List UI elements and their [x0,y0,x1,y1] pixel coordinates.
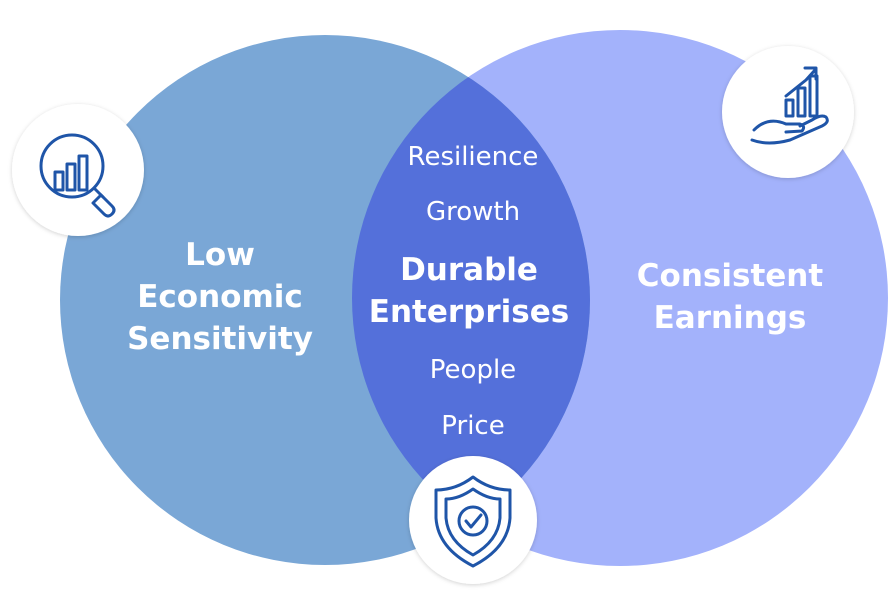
hand-growth-chart-icon [722,46,854,178]
overlap-item-price: Price [441,411,504,441]
overlap-title-line-1: Durable [400,252,538,288]
overlap-item-growth: Growth [426,197,520,227]
left-label-line-1: Low [185,237,255,273]
magnifier-bar-chart-icon [12,104,144,236]
overlap-item-resilience: Resilience [408,142,539,172]
overlap-title-line-2: Enterprises [369,294,569,330]
left-label-line-3: Sensitivity [127,321,313,357]
right-label-line-1: Consistent [637,258,824,294]
overlap-item-people: People [430,355,516,385]
left-label-line-2: Economic [137,279,303,315]
shield-check-icon [409,456,537,584]
overlap-region [352,35,590,565]
right-label-line-2: Earnings [654,300,807,336]
